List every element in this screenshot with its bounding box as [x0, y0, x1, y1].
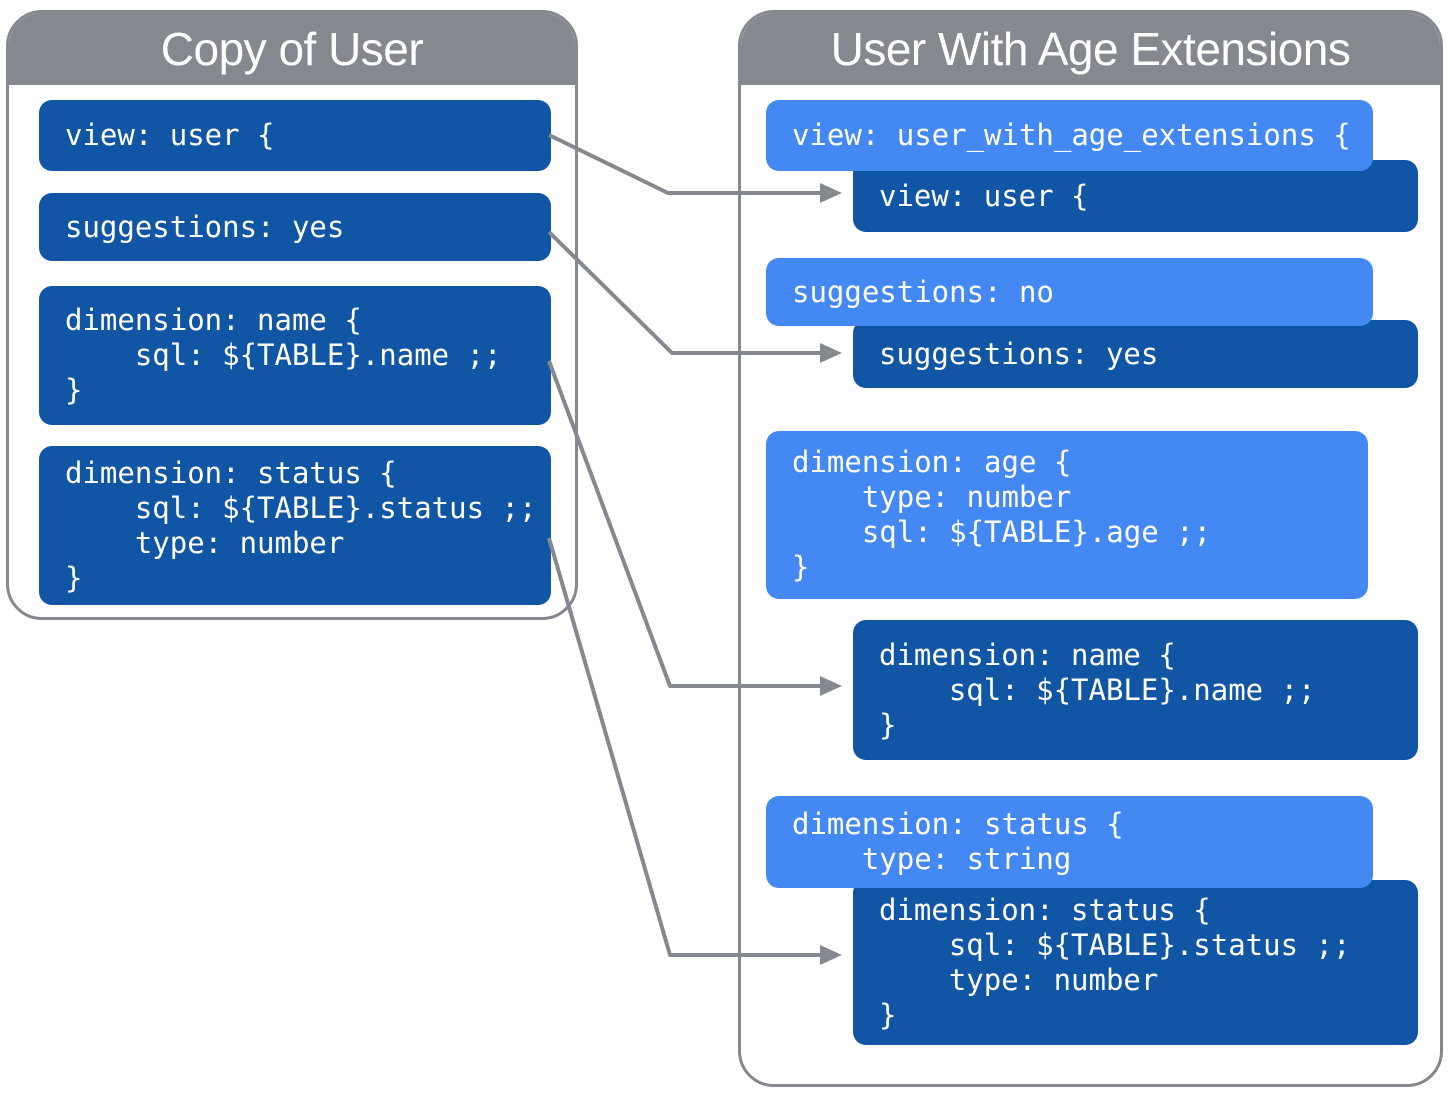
code-text: dimension: name { sql: ${TABLE}.name ;; … — [879, 637, 1316, 742]
left-panel-title: Copy of User — [160, 23, 424, 75]
block-suggestions-original: suggestions: yes — [853, 320, 1418, 388]
right-panel-title: User With Age Extensions — [830, 23, 1351, 75]
right-panel-user-with-age-extensions: User With Age Extensions view: user { vi… — [738, 10, 1443, 1087]
code-text: dimension: status { sql: ${TABLE}.status… — [879, 892, 1351, 1032]
left-panel-header: Copy of User — [9, 13, 575, 85]
code-text: dimension: status { sql: ${TABLE}.status… — [65, 455, 537, 595]
code-text: dimension: status { type: string — [792, 807, 1124, 876]
block-suggestions-copy: suggestions: yes — [39, 193, 551, 261]
block-dimension-name-copy: dimension: name { sql: ${TABLE}.name ;; … — [39, 286, 551, 425]
code-text: dimension: age { type: number sql: ${TAB… — [792, 445, 1212, 584]
code-text: dimension: name { sql: ${TABLE}.name ;; … — [65, 303, 502, 407]
code-text: suggestions: no — [792, 274, 1054, 309]
code-text: view: user_with_age_extensions { — [792, 118, 1351, 152]
block-view-user-copy: view: user { — [39, 100, 551, 171]
block-dimension-status-copy: dimension: status { sql: ${TABLE}.status… — [39, 446, 551, 605]
block-suggestions-refinement: suggestions: no — [766, 258, 1373, 326]
left-panel-copy-of-user: Copy of User view: user { suggestions: y… — [6, 10, 578, 620]
code-text: suggestions: yes — [65, 209, 345, 244]
block-dimension-age-refinement: dimension: age { type: number sql: ${TAB… — [766, 431, 1368, 599]
block-dimension-status-original: dimension: status { sql: ${TABLE}.status… — [853, 880, 1418, 1045]
block-dimension-name-original: dimension: name { sql: ${TABLE}.name ;; … — [853, 620, 1418, 760]
block-view-refinement: view: user_with_age_extensions { — [766, 100, 1373, 171]
code-text: suggestions: yes — [879, 336, 1159, 371]
block-dimension-status-refinement: dimension: status { type: string — [766, 796, 1373, 888]
code-text: view: user { — [65, 118, 275, 152]
right-panel-header: User With Age Extensions — [741, 13, 1440, 85]
code-text: view: user { — [879, 178, 1089, 213]
block-view-user-original: view: user { — [853, 160, 1418, 232]
